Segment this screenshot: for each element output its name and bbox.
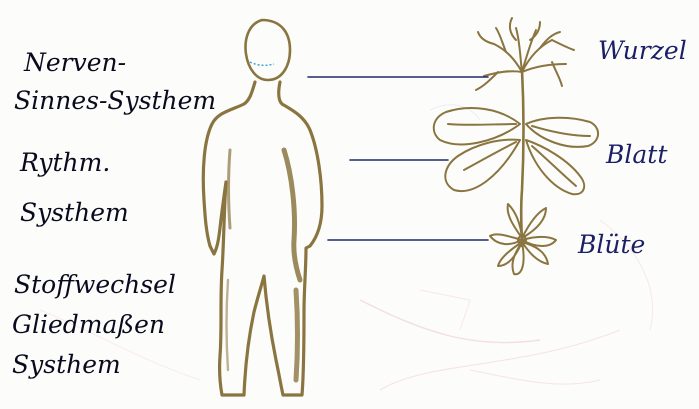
label-leaf: Blatt: [606, 142, 667, 167]
neck-marker: [250, 62, 274, 65]
plant-stem: [521, 70, 523, 246]
human-figure: [203, 20, 322, 395]
label-rhythm-line2: Systhem: [20, 200, 129, 225]
label-metab-line2: Gliedmaßen: [12, 312, 165, 337]
label-root: Wurzel: [598, 38, 687, 63]
label-flower: Blüte: [578, 232, 645, 257]
human-head: [246, 20, 290, 80]
plant-roots: [476, 18, 574, 90]
connector-lines: [308, 77, 488, 240]
label-nerve-line1: Nerven-: [24, 50, 126, 75]
plant-leaves: [434, 108, 598, 194]
human-body-outline: [203, 82, 322, 395]
plant-flower: [490, 204, 556, 274]
plant-figure: [434, 18, 598, 274]
label-metab-line3: Systhem: [12, 352, 121, 377]
label-nerve-line2: Sinnes-Systhem: [14, 88, 216, 113]
label-rhythm-line1: Rythm.: [20, 150, 110, 175]
label-metab-line1: Stoffwechsel: [14, 272, 176, 297]
